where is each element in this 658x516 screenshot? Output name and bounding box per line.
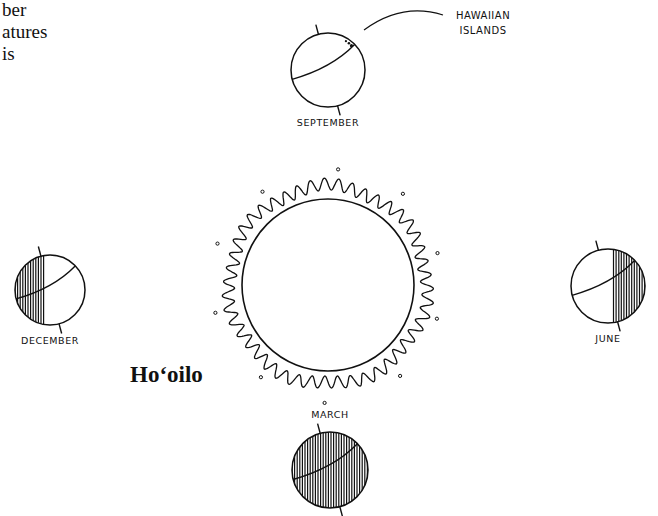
corona-dot — [323, 401, 326, 404]
page-fragment: atures — [2, 22, 47, 42]
earth-node: MARCH — [292, 432, 368, 508]
month-label: SEPTEMBER — [297, 117, 359, 128]
axis-tick — [618, 322, 621, 332]
corona-dot — [399, 374, 402, 377]
night-shading — [292, 432, 367, 508]
corona-dots — [214, 168, 439, 405]
corona-dot — [435, 317, 438, 320]
earth-globe — [557, 235, 658, 337]
corona-dot — [261, 190, 264, 193]
axis-tick — [316, 25, 319, 35]
sun-corona — [222, 178, 433, 388]
axis-tick — [318, 424, 321, 434]
equator-line — [16, 266, 75, 299]
equator-line — [572, 261, 635, 296]
axis-tick — [59, 324, 62, 334]
axis-tick — [340, 507, 343, 516]
earth-node: SEPTEMBER — [291, 33, 365, 107]
page-fragment: ber — [2, 0, 26, 20]
leader-line — [364, 11, 443, 30]
night-shading — [614, 249, 645, 323]
axis-tick — [596, 241, 599, 251]
page-fragment: is — [2, 44, 15, 64]
corona-dot — [214, 311, 217, 314]
earth-globe — [278, 418, 382, 516]
axis-tick — [38, 247, 41, 257]
equator-line — [293, 444, 357, 480]
corona-dot — [259, 376, 262, 379]
axis-tick — [338, 106, 341, 116]
earth-globe — [1, 241, 99, 339]
month-label: MARCH — [311, 409, 349, 420]
equator-line — [292, 45, 355, 80]
earth-node: JUNE — [571, 249, 645, 323]
earth-node: DECEMBER — [15, 255, 85, 325]
callout-label: HAWAIIAN ISLANDS — [446, 8, 520, 38]
month-label: DECEMBER — [21, 335, 79, 346]
season-name: Hoʻoilo — [130, 362, 203, 388]
corona-dot — [436, 252, 439, 255]
corona-dot — [216, 242, 219, 245]
island-marks — [345, 40, 353, 47]
month-label: JUNE — [595, 333, 620, 344]
earth-globe — [277, 19, 379, 121]
corona-dot — [401, 192, 404, 195]
sun-disc — [242, 199, 414, 371]
corona-dot — [337, 168, 340, 171]
